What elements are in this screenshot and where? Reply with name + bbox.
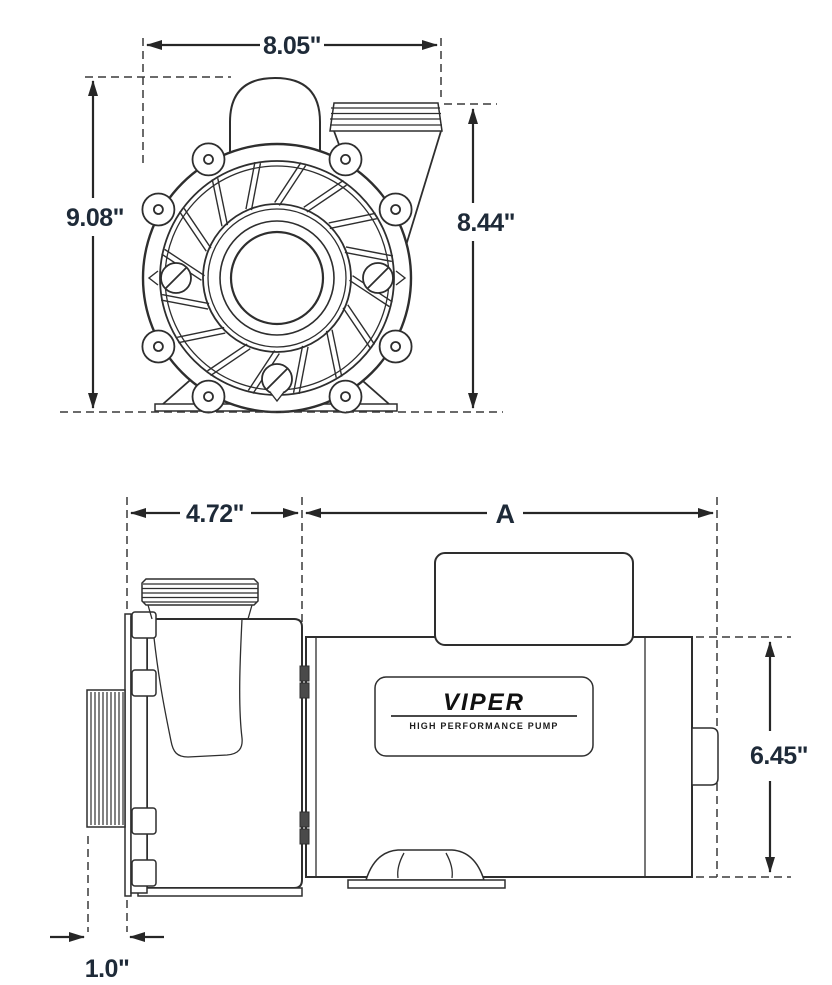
motor-foot (347, 849, 506, 889)
conduit-knob (691, 727, 719, 786)
side-extension-lines (87, 497, 791, 932)
motor-height-label: 6.45" (750, 742, 808, 770)
front-dimensions: 8.05" 9.08" 8.44" (66, 32, 516, 409)
nameplate-tagline: HIGH PERFORMANCE PUMP (409, 721, 558, 731)
discharge-funnel-front (329, 102, 443, 253)
front-overall-height-label: 9.08" (66, 204, 124, 232)
front-width-label: 8.05" (263, 32, 321, 60)
suction-extension-label: 1.0" (85, 955, 130, 983)
cast-nubs (147, 270, 407, 403)
discharge-threads-front (329, 102, 443, 132)
side-view: VIPER HIGH PERFORMANCE PUMP (50, 497, 809, 983)
front-extension-lines (85, 38, 497, 164)
impeller-eye (219, 220, 335, 336)
side-pump-drawing: VIPER HIGH PERFORMANCE PUMP (86, 552, 719, 897)
front-discharge-height-label: 8.44" (457, 209, 515, 237)
front-view: 8.05" 9.08" 8.44" (60, 32, 516, 414)
discharge-threads-side (141, 578, 259, 620)
front-pump-drawing (141, 76, 443, 414)
clamp-band (130, 616, 148, 894)
seal-plate (124, 613, 132, 897)
bolt-lugs (141, 142, 413, 414)
clamp-tabs (131, 611, 157, 887)
side-dimensions: 4.72" A 6.45" 1.0" (50, 499, 809, 983)
through-bolts (299, 665, 310, 845)
nameplate-brand: VIPER (443, 689, 525, 716)
motor-length-label: A (496, 499, 515, 529)
wet-end-lip (137, 887, 303, 897)
wet-end-length-label: 4.72" (186, 500, 244, 528)
suction-threads (86, 689, 126, 828)
motor-body (305, 636, 693, 878)
motor-top-cap (434, 552, 634, 646)
nameplate: VIPER HIGH PERFORMANCE PUMP (374, 676, 594, 757)
volute-outline (151, 618, 243, 758)
wet-end-body (146, 618, 303, 889)
